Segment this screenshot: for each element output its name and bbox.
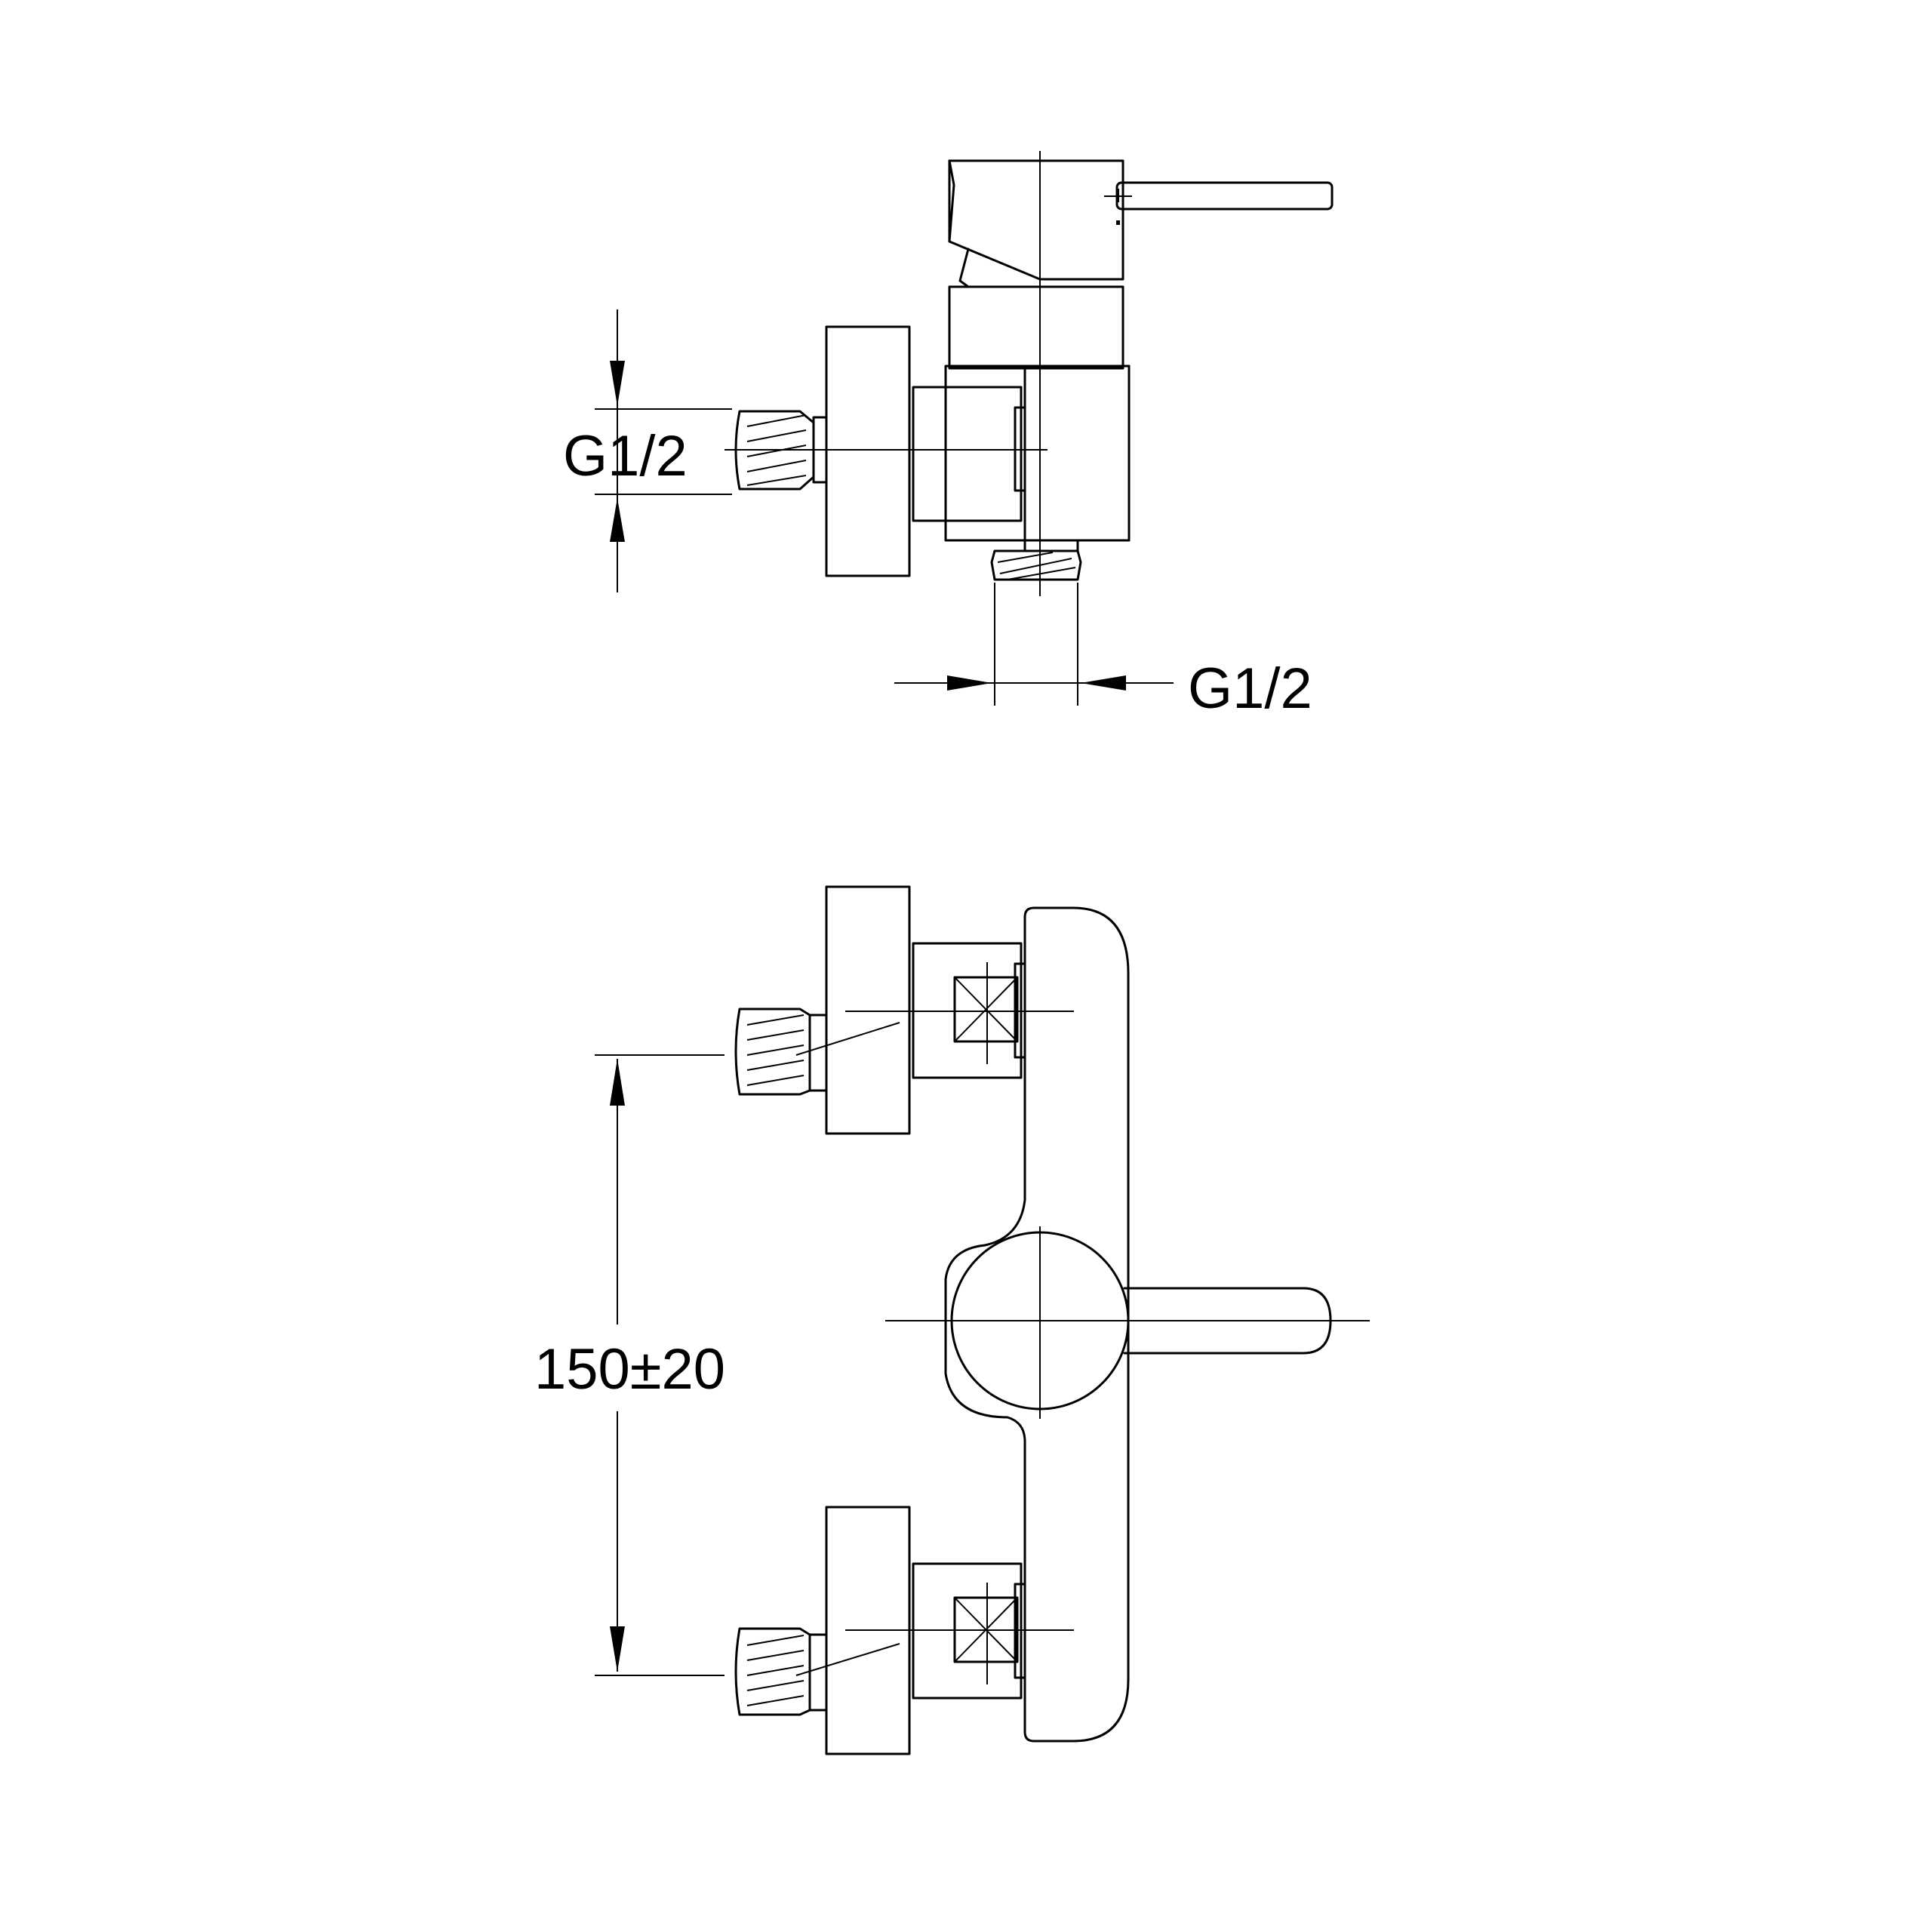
inlet-spacing-dimension: 150±20 [534,1054,725,1676]
side-view-centerlines [724,151,1048,596]
side-view-lever [1115,181,1334,211]
inlet-dimension-arrow-bottom [610,498,625,542]
upper-inlet-flange [825,885,911,1135]
front-view-handle [885,1226,1370,1419]
side-view-connector [912,386,1023,522]
side-view-body [944,365,1131,542]
upper-inlet-valve-box [953,976,1019,1043]
inlet-dimension-label: G1/2 [563,424,688,488]
front-view: 150±20 [534,885,1370,1755]
side-view-lever-mark [1104,189,1132,225]
side-view-wall-flange [825,325,911,577]
inlet-spacing-label: 150±20 [534,1337,725,1401]
side-view-cartridge-housing [948,285,1124,370]
spacing-arrow-top [610,1059,625,1106]
outlet-dimension-arrow-right [1081,675,1126,691]
side-view: G1/2 G1/2 [563,151,1334,721]
outlet-dimension-arrow-left [947,675,992,691]
inlet-dimension-arrow-top [610,361,625,406]
outlet-dimension: G1/2 [894,583,1312,721]
lower-inlet [734,1506,1074,1755]
side-view-outlet-thread [990,539,1082,581]
spacing-arrow-bottom [610,1626,625,1672]
side-view-handle-cap [948,159,1124,288]
inlet-dimension: G1/2 [563,309,732,592]
upper-inlet-thread [734,1008,828,1096]
upper-inlet [734,885,1074,1135]
lower-inlet-thread [734,1627,828,1716]
outlet-dimension-label: G1/2 [1188,657,1312,721]
front-view-body-outline [944,906,1130,1743]
